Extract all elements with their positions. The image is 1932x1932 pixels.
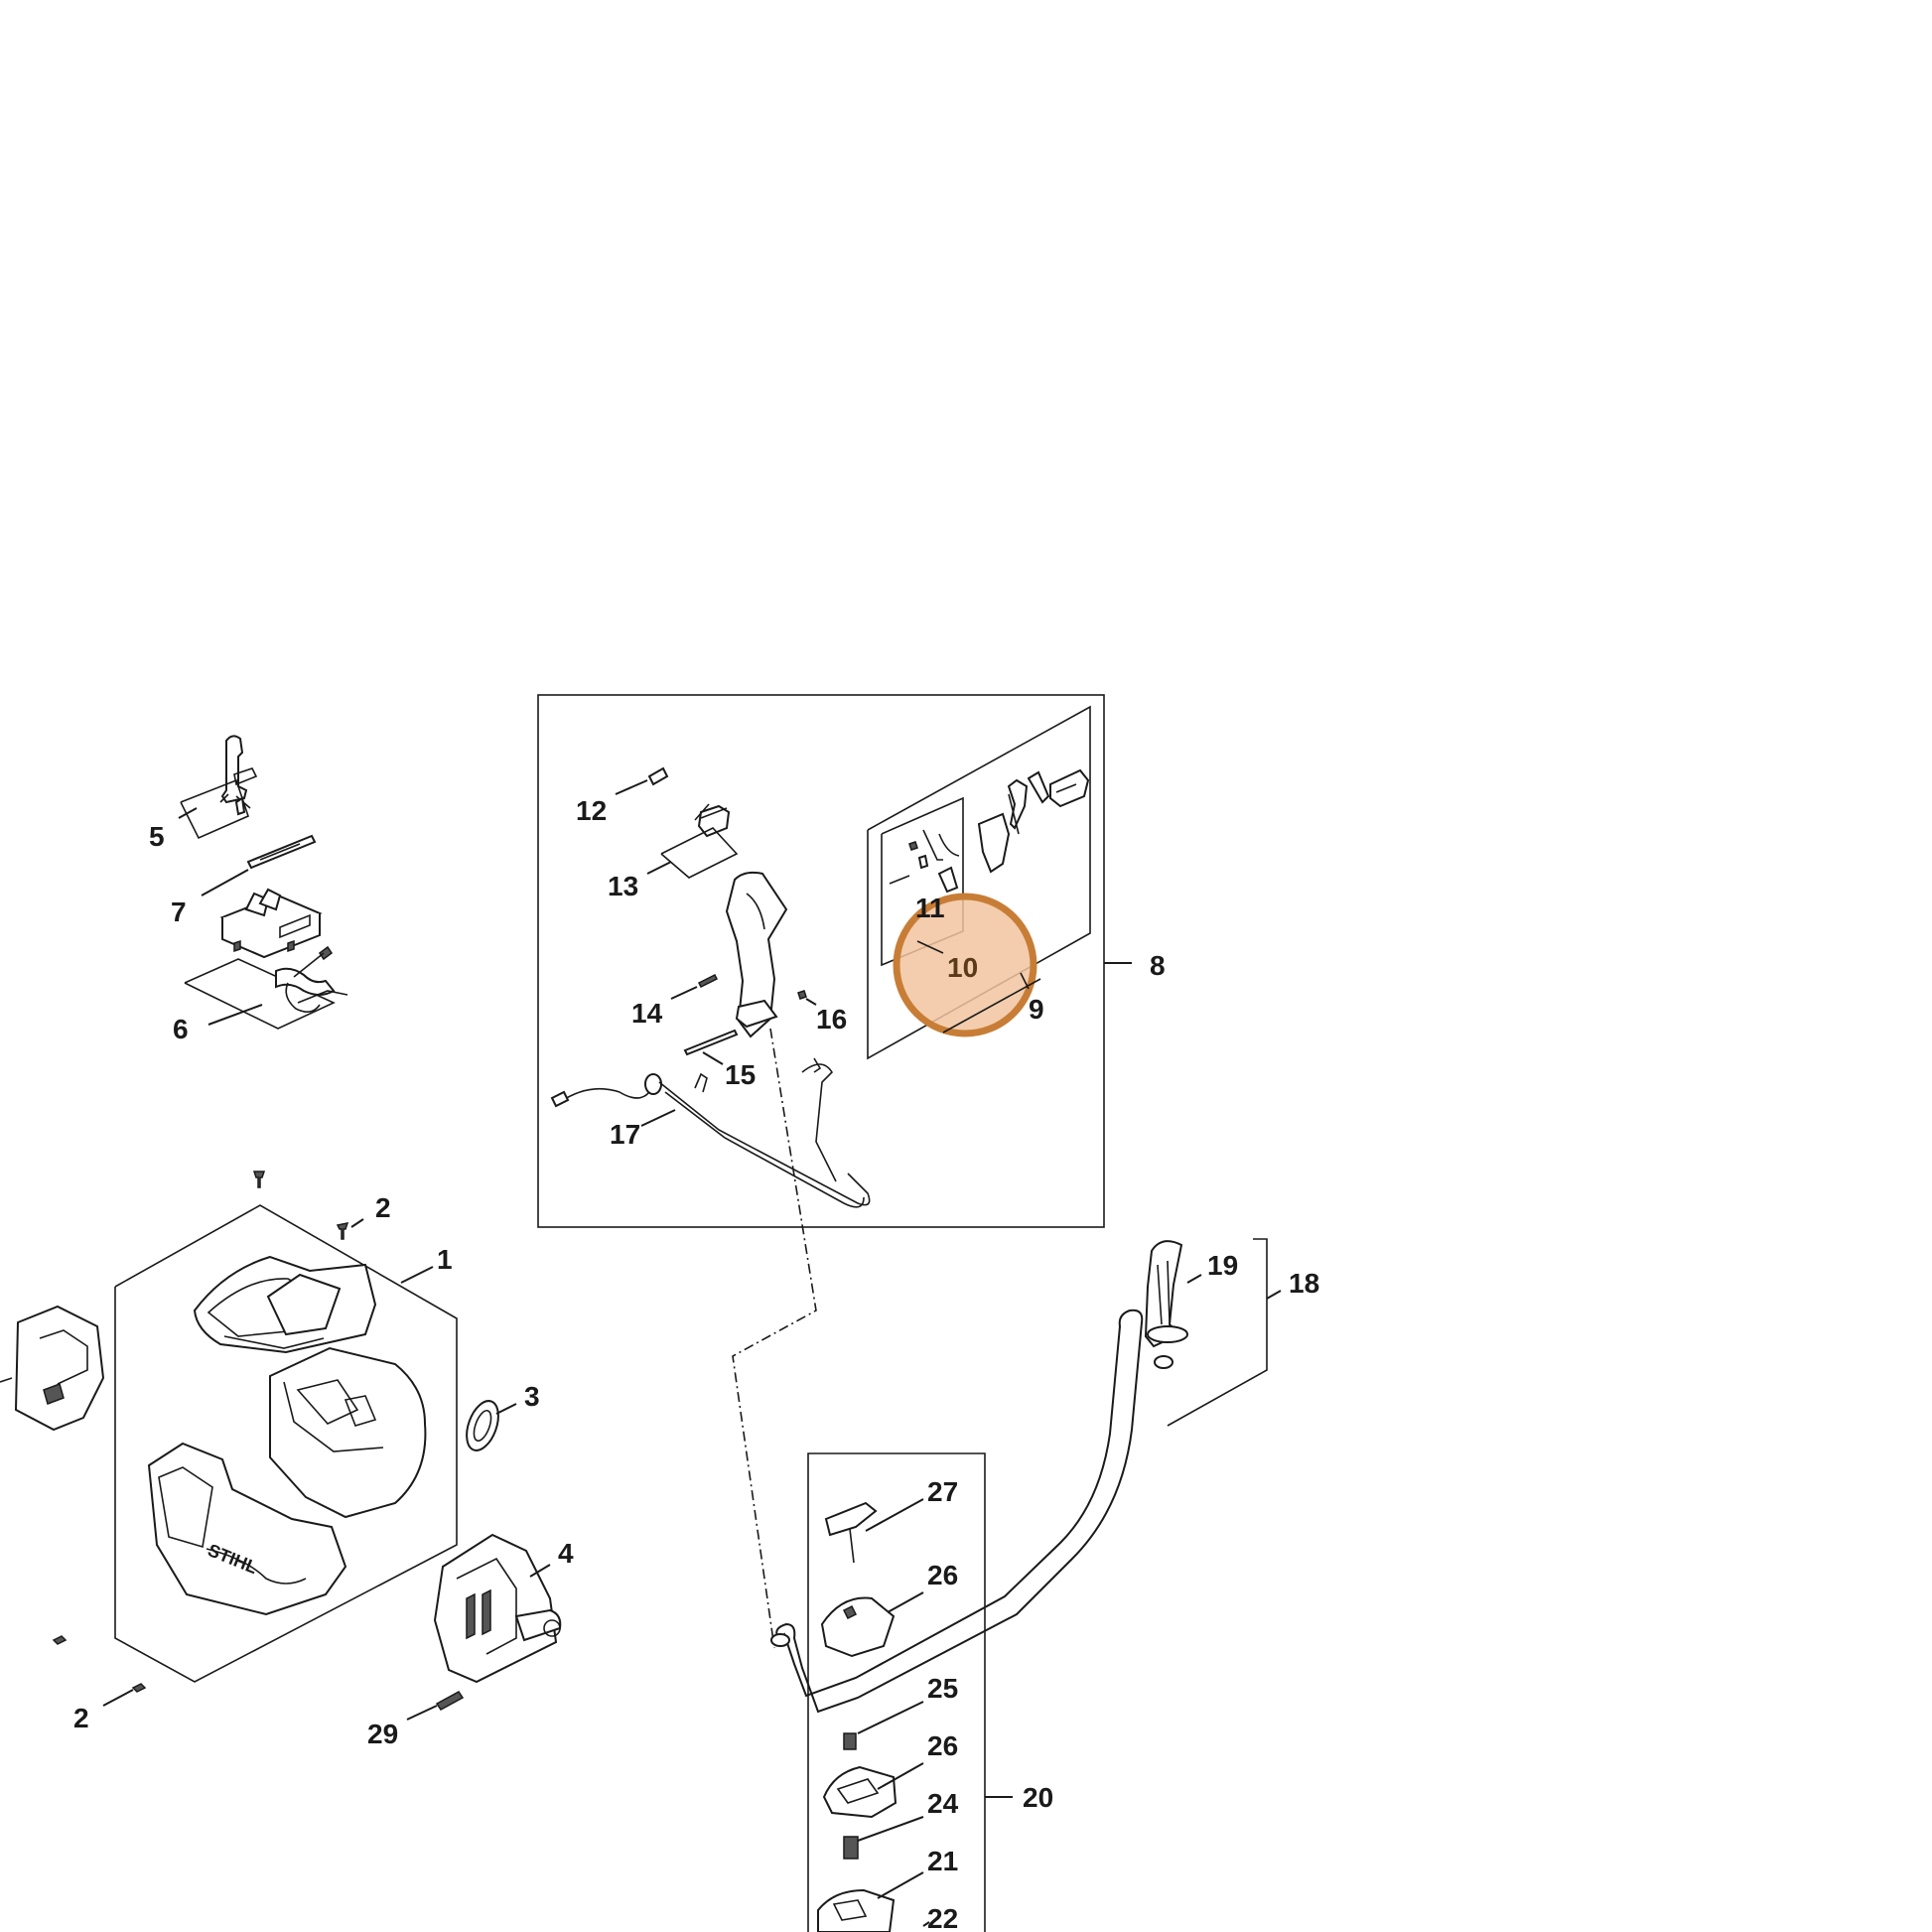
label-part-14[interactable]: 14 xyxy=(631,998,663,1029)
label-part-26[interactable]: 26 xyxy=(927,1730,958,1761)
part-group-18 xyxy=(770,1238,1282,1714)
label-part-2[interactable]: 2 xyxy=(375,1192,391,1223)
part-15-pin xyxy=(683,1029,739,1065)
label-part-6[interactable]: 6 xyxy=(173,1014,189,1044)
label-part-13[interactable]: 13 xyxy=(608,871,638,901)
highlight-marker[interactable] xyxy=(893,893,1037,1037)
part-group-6 xyxy=(184,888,348,1030)
label-part-22[interactable]: 22 xyxy=(927,1903,958,1932)
label-part-4[interactable]: 4 xyxy=(558,1538,574,1569)
screws xyxy=(52,1171,465,1721)
label-part-29[interactable]: 29 xyxy=(367,1719,398,1749)
part-group-9 xyxy=(977,768,1090,874)
part-group-5 xyxy=(178,735,258,840)
label-part-2[interactable]: 2 xyxy=(73,1703,89,1733)
label-part-16[interactable]: 16 xyxy=(816,1004,847,1035)
label-part-8[interactable]: 8 xyxy=(1150,950,1166,981)
part-17-cable xyxy=(550,1057,871,1208)
label-part-24[interactable]: 24 xyxy=(927,1788,959,1819)
label-part-11[interactable]: 11 xyxy=(915,893,945,923)
label-part-5[interactable]: 5 xyxy=(149,821,165,852)
part-left-edge xyxy=(0,1305,105,1432)
label-part-27[interactable]: 27 xyxy=(927,1476,958,1507)
part-group-1: STIHL xyxy=(114,1204,458,1683)
label-part-18[interactable]: 18 xyxy=(1289,1268,1319,1299)
part-13-switch xyxy=(646,803,739,879)
part-3-ring xyxy=(466,1400,517,1451)
label-part-19[interactable]: 19 xyxy=(1207,1250,1238,1281)
label-part-26[interactable]: 26 xyxy=(927,1560,958,1590)
part-14-screw xyxy=(670,973,719,1000)
part-16-screw xyxy=(797,990,817,1006)
part-group-11 xyxy=(889,829,960,894)
label-part-15[interactable]: 15 xyxy=(725,1059,756,1090)
connection-line xyxy=(732,1028,817,1649)
part-group-20 xyxy=(807,1452,1013,1932)
label-part-17[interactable]: 17 xyxy=(610,1119,640,1150)
label-part-1[interactable]: 1 xyxy=(437,1244,453,1275)
label-part-20[interactable]: 20 xyxy=(1023,1782,1053,1813)
label-part-7[interactable]: 7 xyxy=(171,897,187,927)
label-part-21[interactable]: 21 xyxy=(927,1846,958,1876)
label-part-3[interactable]: 3 xyxy=(524,1381,540,1412)
label-part-10[interactable]: 10 xyxy=(947,952,978,983)
part-4-motor xyxy=(433,1533,562,1684)
label-part-12[interactable]: 12 xyxy=(576,795,607,826)
part-12-plug xyxy=(615,766,669,795)
rear-handle xyxy=(725,871,788,1038)
part-group-7 xyxy=(201,834,317,897)
label-part-25[interactable]: 25 xyxy=(927,1673,958,1704)
label-part-9[interactable]: 9 xyxy=(1029,994,1044,1025)
